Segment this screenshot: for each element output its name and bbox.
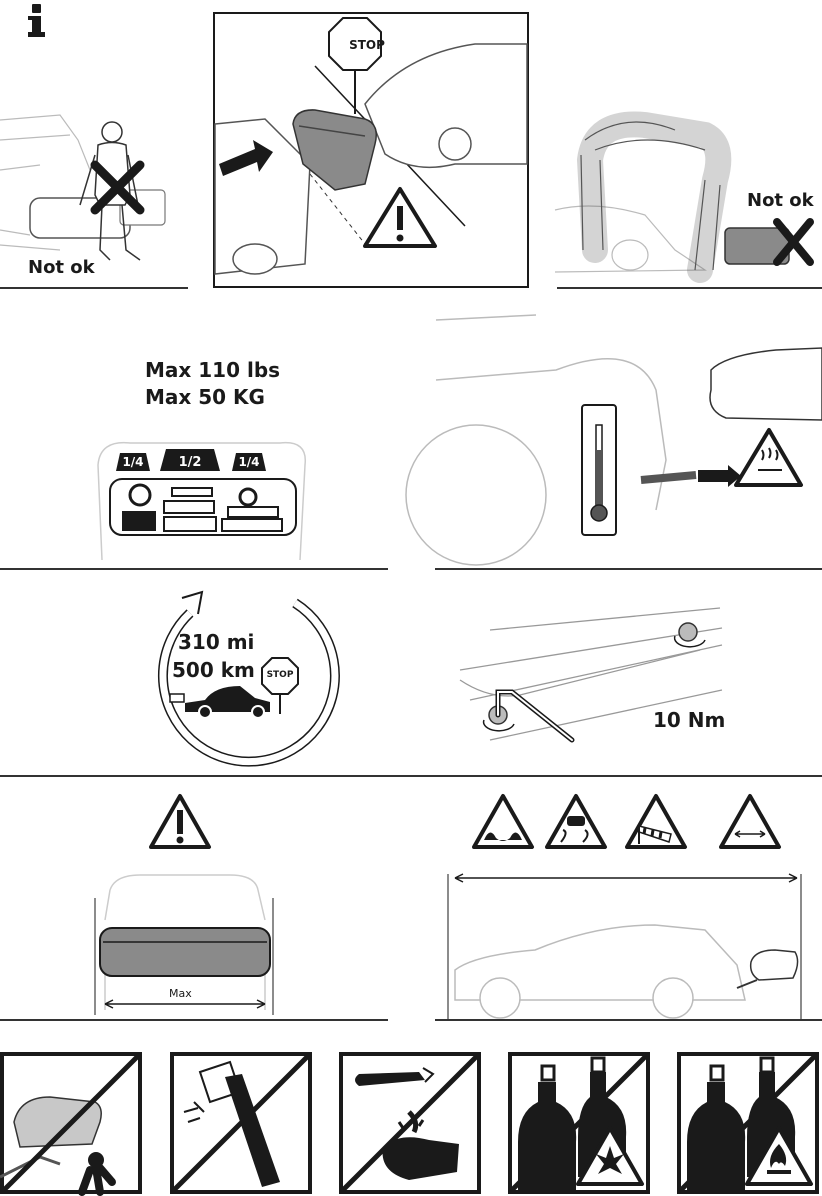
- car-rear-sketch: [0, 114, 166, 261]
- weight-quarter-left: 1/4: [122, 455, 144, 469]
- car-side-length: [447, 873, 802, 1020]
- panel-person-sitting: Not ok: [0, 110, 190, 280]
- info-icon: [28, 4, 45, 37]
- reversing-scene: [214, 17, 528, 275]
- panel-check-distance: 310 mi 500 km STOP: [140, 588, 340, 768]
- road-sign-slippery: [545, 794, 607, 849]
- road-sign-crosswind: [625, 794, 687, 849]
- panel-max-load: Max 110 lbs Max 50 KG 1/4 1/2 1/4: [90, 300, 390, 565]
- warning-triangle: [149, 794, 211, 849]
- distance-miles: 310 mi: [178, 630, 255, 654]
- divider: [0, 568, 388, 570]
- prohibition-no-person-on-box: [0, 1052, 142, 1196]
- panel-tree-branches: Not ok: [554, 100, 822, 283]
- panel-torque: 10 Nm: [459, 600, 822, 760]
- rail-bolt-diagram: [459, 607, 723, 743]
- panel-width-warning: Max: [94, 790, 295, 1015]
- max-lbs-text: Max 110 lbs: [145, 358, 281, 382]
- load-distribution-diagram: [97, 441, 307, 561]
- road-sign-bumpy: [472, 794, 534, 849]
- panel-reversing-warning: STOP: [213, 12, 529, 288]
- not-ok-label-right: Not ok: [747, 190, 814, 211]
- divider: [0, 775, 822, 777]
- divider: [557, 287, 822, 289]
- torque-value: 10 Nm: [653, 708, 726, 732]
- prohibition-no-explosives: [508, 1052, 650, 1194]
- divider: [0, 287, 188, 289]
- car-rear-with-box: [94, 874, 274, 1015]
- max-width-label: Max: [169, 987, 192, 1000]
- divider: [435, 1019, 822, 1021]
- panel-hot-exhaust: [405, 300, 822, 566]
- prohibition-no-corrosive: [339, 1052, 481, 1194]
- prohibition-no-sharp-objects: [170, 1052, 312, 1194]
- prohibition-no-flammables: [677, 1052, 819, 1194]
- circular-arrow: [157, 590, 340, 767]
- weight-quarter-right: 1/4: [238, 455, 260, 469]
- panel-road-conditions: [445, 790, 822, 1020]
- divider: [435, 568, 822, 570]
- weight-half-center: 1/2: [178, 455, 202, 470]
- road-sign-width: [719, 794, 781, 849]
- trees-car-sketch: [554, 111, 814, 283]
- stop-sign-text: STOP: [349, 38, 385, 52]
- exhaust-heat-diagram: [405, 314, 822, 566]
- stop-sign-small-text: STOP: [266, 670, 294, 680]
- divider: [0, 1019, 388, 1021]
- max-kg-text: Max 50 KG: [145, 385, 265, 409]
- distance-km: 500 km: [172, 658, 255, 682]
- not-ok-label-left: Not ok: [28, 257, 95, 278]
